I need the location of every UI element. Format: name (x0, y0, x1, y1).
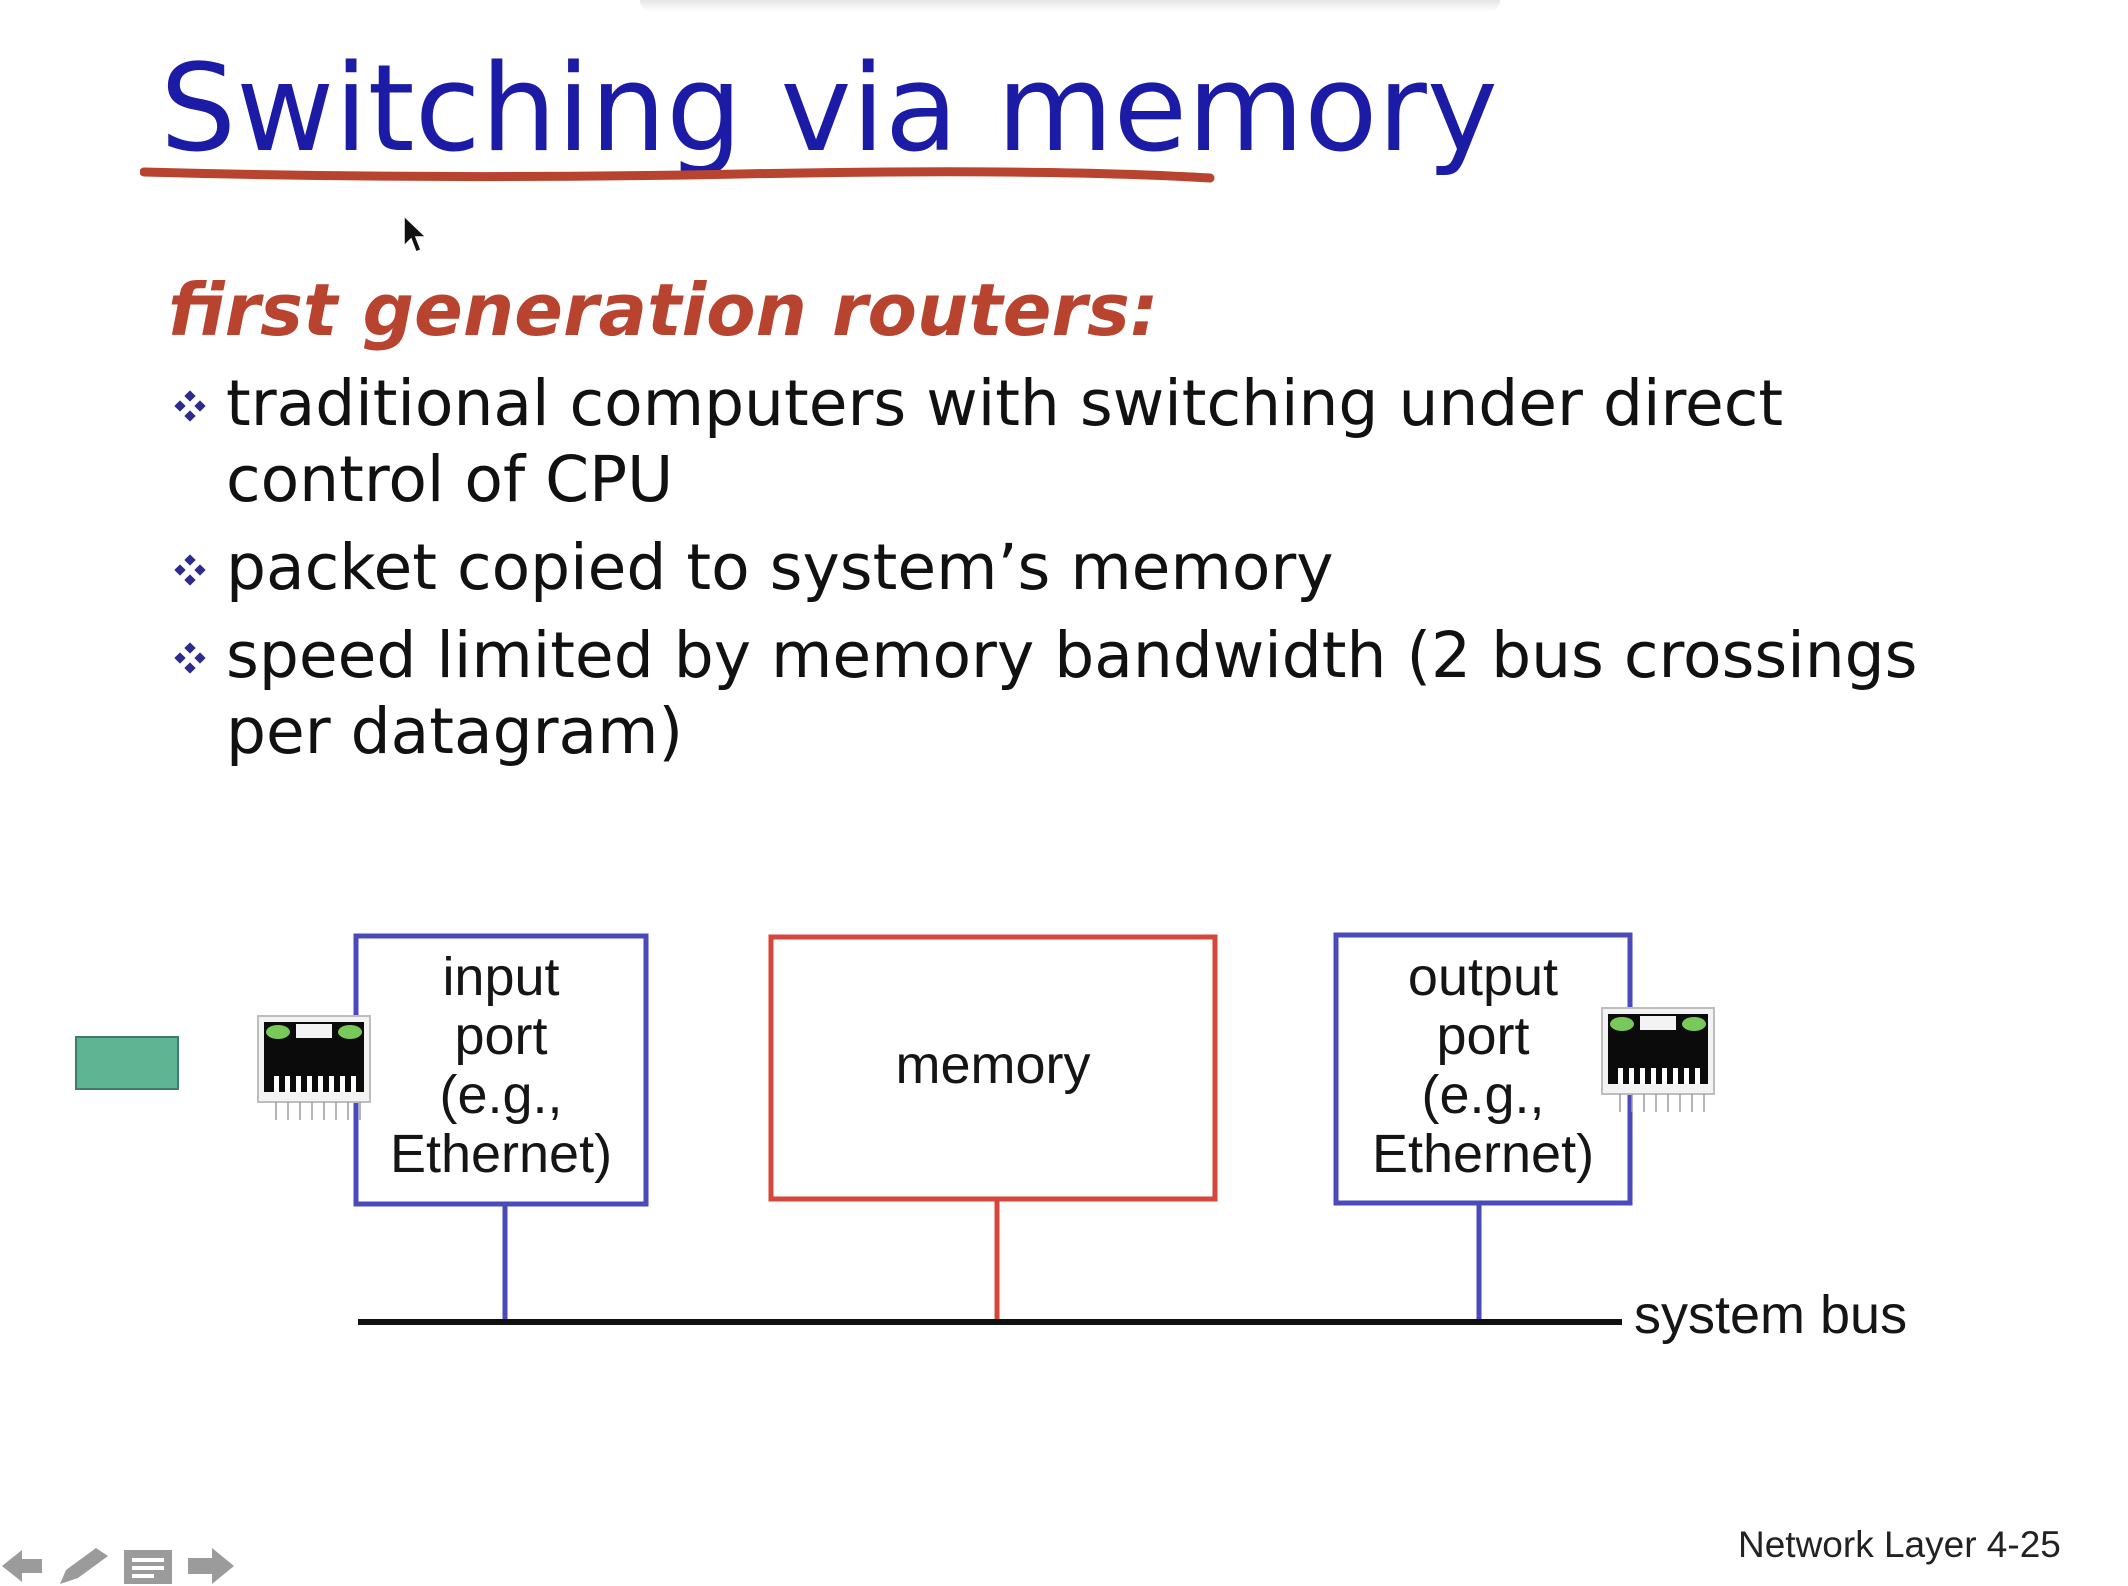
input-port-label-line: (e.g., (439, 1065, 563, 1125)
diamond-bullet-icon (174, 642, 206, 674)
slide-footer: Network Layer 4-25 (1738, 1524, 2061, 1565)
arrow-left-icon[interactable] (0, 1546, 44, 1586)
output-port-label-line: port (1436, 1006, 1530, 1066)
ethernet-jack-icon (1601, 1007, 1715, 1112)
pencil-icon[interactable] (56, 1546, 112, 1586)
diamond-bullet-icon (174, 390, 206, 422)
bullet-item: speed limited by memory bandwidth (2 bus… (168, 618, 1968, 770)
memory-box (768, 934, 1218, 1202)
input-port-label-line: input (442, 947, 560, 1007)
mouse-cursor-icon (403, 214, 428, 253)
output-port-label-line: (e.g., (1421, 1065, 1545, 1125)
input-port-label: input port (e.g., Ethernet) (356, 948, 646, 1184)
memory-label: memory (895, 1035, 1091, 1095)
output-port-label: output port (e.g., Ethernet) (1336, 948, 1630, 1184)
system-bus-label: system bus (1634, 1285, 1908, 1345)
bullet-text: traditional computers with switching und… (226, 367, 1784, 516)
datagram-packet (75, 1036, 179, 1090)
bullet-text: speed limited by memory bandwidth (2 bus… (226, 619, 1918, 768)
output-port-label-line: output (1407, 947, 1559, 1007)
bullet-item: traditional computers with switching und… (168, 366, 1968, 518)
diamond-bullet-icon (174, 554, 206, 586)
menu-icon[interactable] (122, 1548, 174, 1586)
title-underline (140, 167, 1215, 183)
slide-subtitle: first generation routers: (168, 268, 1159, 352)
ethernet-jack-icon (257, 1015, 371, 1120)
arrow-right-icon[interactable] (186, 1546, 236, 1586)
output-port-label-line: Ethernet) (1371, 1124, 1595, 1184)
bullet-text: packet copied to system’s memory (226, 531, 1334, 604)
slide-title: Switching via memory (160, 40, 1498, 179)
top-shadow (640, 0, 1500, 12)
bullet-item: packet copied to system’s memory (168, 530, 1968, 606)
bullet-list: traditional computers with switching und… (168, 366, 1968, 782)
input-port-label-line: port (454, 1006, 548, 1066)
input-port-label-line: Ethernet) (389, 1124, 613, 1184)
